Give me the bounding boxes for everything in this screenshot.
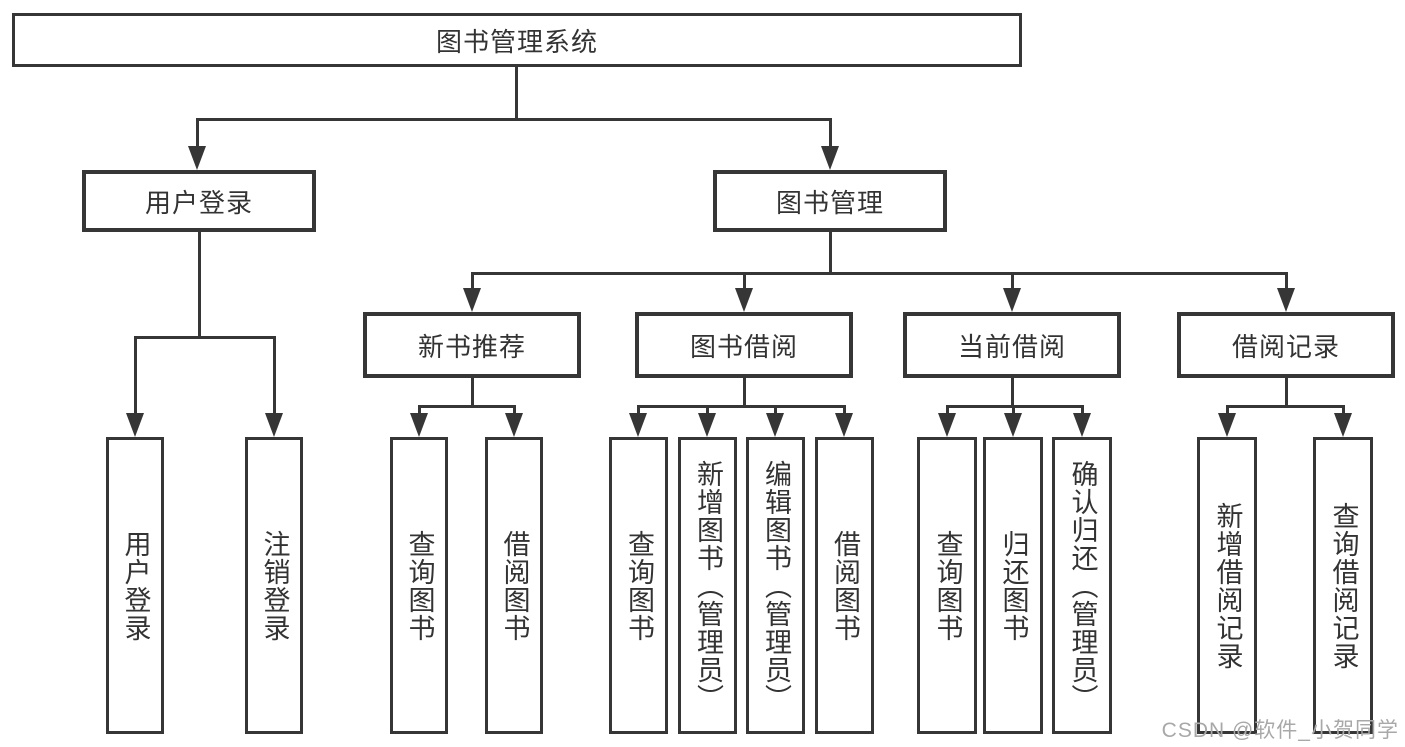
connector-new-books-drop	[471, 272, 474, 290]
node-return-books: 归还图书	[983, 437, 1043, 734]
connector-login-drop	[134, 336, 137, 413]
node-borrow-records: 借阅记录	[1177, 312, 1395, 378]
arrowhead-user-login	[188, 146, 206, 170]
node-label: 图书管理	[775, 187, 884, 218]
node-logout-leaf: 注销登录	[245, 437, 303, 734]
arrowhead-g3-c3	[1073, 413, 1091, 437]
node-new-books: 新书推荐	[363, 312, 581, 378]
node-add-books-admin: 新增图书（管理员）	[678, 437, 737, 734]
connector-level3-rail	[471, 272, 1288, 275]
arrowhead-g4-c2	[1334, 413, 1352, 437]
node-label: 新增图书（管理员）	[693, 459, 723, 712]
connector-g3-rail	[946, 405, 1084, 408]
connector-user-login-rail	[134, 336, 276, 339]
connector-current-borrow-drop	[1011, 272, 1014, 290]
connector-g1-stem	[471, 378, 474, 407]
connector-g4-rail	[1226, 405, 1345, 408]
connector-book-mgmt-stem	[829, 232, 832, 274]
node-label: 编辑图书（管理员）	[761, 459, 791, 712]
node-label: 用户登录	[144, 187, 253, 218]
arrowhead-login	[126, 413, 144, 437]
connector-g2-rail	[637, 405, 846, 408]
arrowhead-g2-c4	[835, 413, 853, 437]
node-label: 查询图书	[624, 529, 654, 642]
connector-g1-c1-drop	[418, 405, 421, 417]
node-query-borrow-record: 查询借阅记录	[1313, 437, 1373, 734]
arrowhead-g1-c1	[410, 413, 428, 437]
arrowhead-g2-c1	[629, 413, 647, 437]
arrowhead-g3-c2	[1004, 413, 1022, 437]
node-add-borrow-record: 新增借阅记录	[1197, 437, 1257, 734]
node-current-borrow: 当前借阅	[903, 312, 1121, 378]
node-confirm-return-admin: 确认归还（管理员）	[1052, 437, 1112, 734]
node-label: 借阅图书	[830, 529, 860, 642]
connector-g4-c2-drop	[1342, 405, 1345, 417]
arrowhead-new-books	[463, 288, 481, 312]
arrowhead-g1-c2	[505, 413, 523, 437]
connector-book-borrow-drop	[743, 272, 746, 290]
arrowhead-g3-c1	[938, 413, 956, 437]
node-label: 当前借阅	[957, 331, 1066, 362]
node-query-books-1: 查询图书	[390, 437, 448, 734]
connector-g3-c1-drop	[946, 405, 949, 417]
csdn-watermark: CSDN @软件_小贺同学	[1161, 719, 1399, 742]
connector-root-stem	[515, 67, 518, 119]
arrowhead-borrow-records	[1277, 288, 1295, 312]
node-user-login-leaf: 用户登录	[106, 437, 164, 734]
node-label: 查询借阅记录	[1328, 501, 1359, 670]
node-book-mgmt: 图书管理	[713, 170, 947, 232]
connector-g2-stem	[743, 378, 746, 407]
connector-g3-stem	[1011, 378, 1014, 407]
connector-user-login-stem	[198, 232, 201, 338]
node-label: 归还图书	[998, 529, 1029, 642]
connector-g3-c3-drop	[1081, 405, 1084, 417]
node-label: 确认归还（管理员）	[1067, 459, 1098, 712]
connector-user-login-drop	[196, 118, 199, 148]
arrowhead-g4-c1	[1218, 413, 1236, 437]
connector-g3-c2-drop	[1012, 405, 1015, 417]
node-label: 借阅记录	[1231, 331, 1340, 362]
arrowhead-logout	[265, 413, 283, 437]
node-user-login: 用户登录	[82, 170, 316, 232]
arrowhead-g2-c2	[698, 413, 716, 437]
node-label: 图书管理系统	[435, 26, 598, 57]
connector-borrow-records-drop	[1285, 272, 1288, 290]
node-label: 借阅图书	[499, 529, 530, 642]
node-borrow-books-1: 借阅图书	[485, 437, 543, 734]
connector-g2-c4-drop	[843, 405, 846, 417]
node-query-books-2: 查询图书	[609, 437, 668, 734]
connector-g2-c1-drop	[637, 405, 640, 417]
node-borrow-books-2: 借阅图书	[815, 437, 874, 734]
node-label: 注销登录	[259, 529, 290, 642]
connector-g4-c1-drop	[1226, 405, 1229, 417]
node-label: 新增借阅记录	[1212, 501, 1243, 670]
node-edit-books-admin: 编辑图书（管理员）	[746, 437, 805, 734]
node-query-books-3: 查询图书	[917, 437, 977, 734]
connector-level2-rail	[196, 118, 832, 121]
arrowhead-book-borrow	[735, 288, 753, 312]
arrowhead-g2-c3	[766, 413, 784, 437]
node-label: 新书推荐	[417, 331, 526, 362]
connector-g2-c2-drop	[706, 405, 709, 417]
node-label: 查询图书	[404, 529, 435, 642]
node-label: 用户登录	[120, 529, 151, 642]
node-system-root: 图书管理系统	[12, 13, 1022, 67]
node-book-borrow: 图书借阅	[635, 312, 853, 378]
connector-g1-c2-drop	[513, 405, 516, 417]
arrowhead-book-mgmt	[821, 146, 839, 170]
connector-logout-drop	[273, 336, 276, 413]
node-label: 图书借阅	[689, 331, 798, 362]
arrowhead-current-borrow	[1003, 288, 1021, 312]
connector-book-mgmt-drop	[829, 118, 832, 148]
connector-g4-stem	[1285, 378, 1288, 407]
node-label: 查询图书	[932, 529, 963, 642]
connector-g2-c3-drop	[774, 405, 777, 417]
connector-g1-rail	[418, 405, 516, 408]
